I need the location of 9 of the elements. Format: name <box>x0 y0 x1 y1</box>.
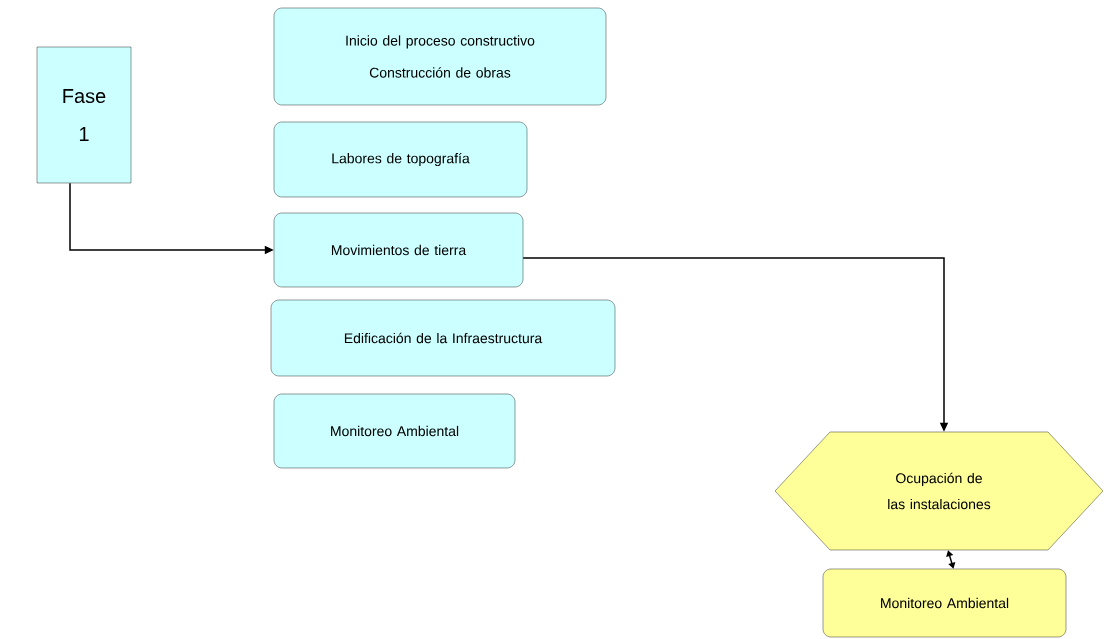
arrow <box>946 550 956 569</box>
process-box: Monitoreo Ambiental <box>273 393 516 469</box>
process-box: Edificación de la Infraestructura <box>270 299 616 377</box>
process-box: Labores de topografía <box>273 121 528 198</box>
process-box: Inicio del proceso constructivo Construcción de obras <box>273 7 607 106</box>
process-box: Movimientos de tierra <box>273 212 524 288</box>
process-box: Monitoreo Ambiental <box>822 568 1067 638</box>
hexagon-box: Ocupación de las instalaciones <box>774 431 1104 551</box>
phase-box: Fase 1 <box>36 46 132 184</box>
